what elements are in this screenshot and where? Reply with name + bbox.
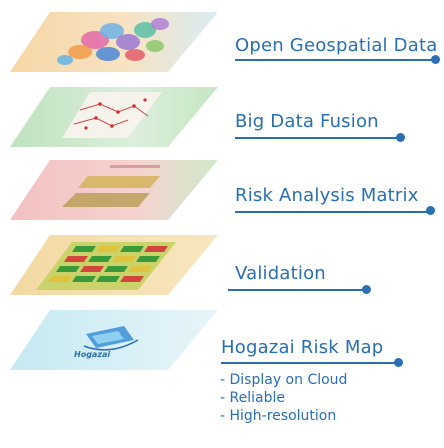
label-risk-analysis-matrix: Risk Analysis Matrix <box>235 185 419 206</box>
feature-list: - Display on Cloud - Reliable - High-res… <box>220 371 347 425</box>
leader-dot-4 <box>362 285 371 294</box>
leader-line-5 <box>221 362 399 364</box>
layer-risk-analysis-matrix <box>10 160 218 220</box>
label-validation: Validation <box>235 263 326 284</box>
logo-text: Hogazai <box>74 350 111 359</box>
leader-line-1 <box>235 59 435 61</box>
layer-validation <box>10 235 218 295</box>
label-open-geospatial-data: Open Geospatial Data <box>235 35 438 56</box>
hogazai-logo-icon <box>83 326 139 351</box>
layer-open-geospatial-data <box>10 12 218 72</box>
leader-line-2 <box>235 137 401 139</box>
leader-dot-3 <box>426 206 435 215</box>
leader-dot-5 <box>394 358 403 367</box>
leader-dot-2 <box>396 133 405 142</box>
feature-item: - Reliable <box>220 390 285 406</box>
leader-dot-1 <box>431 55 440 64</box>
feature-item: - Display on Cloud <box>220 372 348 388</box>
leader-line-4 <box>228 289 366 291</box>
layer-big-data-fusion <box>10 87 218 147</box>
label-big-data-fusion: Big Data Fusion <box>235 111 379 132</box>
label-hogazai-risk-map: Hogazai Risk Map <box>221 337 384 358</box>
leader-line-3 <box>235 211 431 213</box>
layer-hogazai-risk-map <box>10 310 218 370</box>
feature-item: - High-resolution <box>220 408 337 424</box>
